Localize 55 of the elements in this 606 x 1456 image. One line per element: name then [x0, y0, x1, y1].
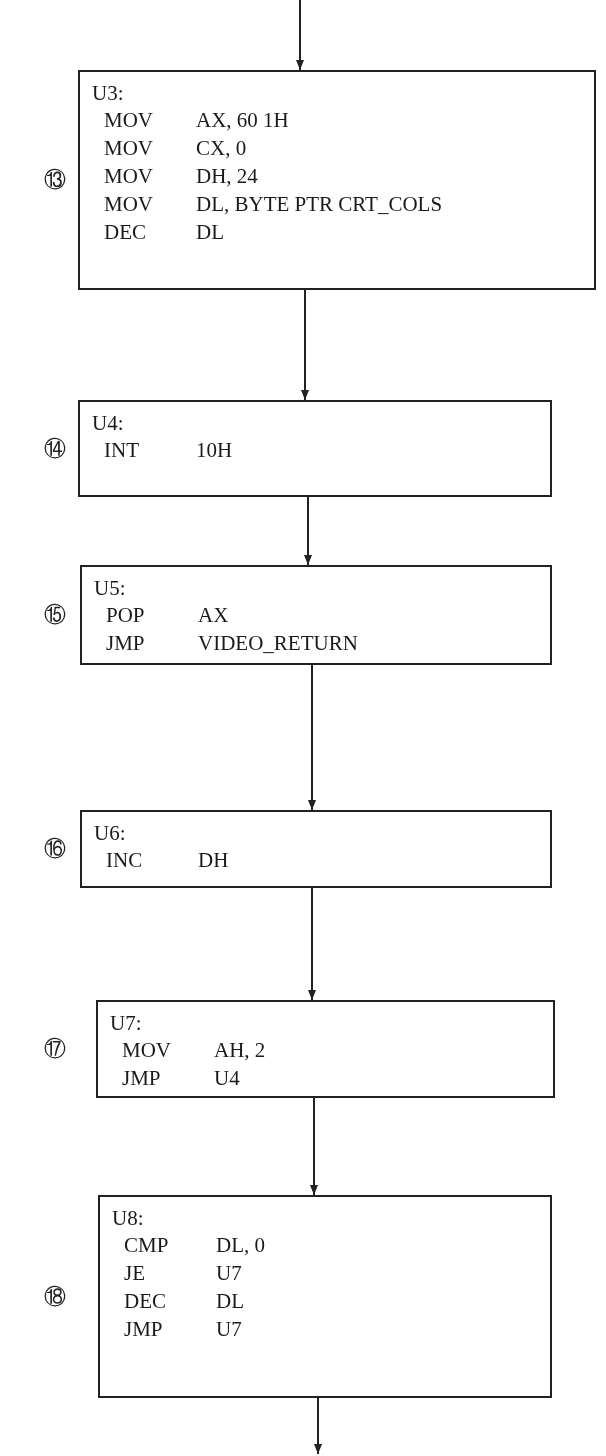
instruction-operand: DL — [196, 219, 225, 246]
block-label: U3: — [92, 81, 124, 105]
code-block-box — [78, 70, 596, 290]
arrow — [304, 496, 312, 566]
step-number: ⑱ — [44, 1284, 66, 1309]
instruction-mnemonic: MOV — [104, 191, 154, 218]
instruction-operand: AX, 60 1H — [196, 107, 290, 134]
instruction-operand: U7 — [216, 1260, 243, 1287]
instruction-operand: U4 — [214, 1065, 241, 1092]
instruction-mnemonic: JMP — [122, 1065, 162, 1092]
instruction-mnemonic: MOV — [104, 107, 154, 134]
instruction-mnemonic: POP — [106, 602, 146, 629]
instruction-operand: DL, BYTE PTR CRT_COLS — [196, 191, 443, 218]
step-number: ⑯ — [44, 837, 66, 861]
arrow — [296, 0, 304, 71]
arrow — [314, 1397, 322, 1455]
instruction-mnemonic: INT — [104, 437, 140, 464]
instruction-mnemonic: MOV — [104, 163, 154, 190]
arrow — [308, 664, 316, 811]
code-block-box — [80, 565, 552, 665]
arrow — [308, 887, 316, 1001]
code-block-box — [98, 1195, 552, 1398]
arrow — [310, 1097, 318, 1196]
instruction-mnemonic: JE — [124, 1260, 146, 1287]
step-number: ⑭ — [44, 436, 66, 461]
instruction-mnemonic: MOV — [104, 135, 154, 162]
instruction-mnemonic: DEC — [104, 219, 147, 246]
instruction-operand: U7 — [216, 1316, 243, 1343]
block-label: U7: — [110, 1011, 142, 1035]
step-number: ⑬ — [44, 168, 66, 192]
instruction-operand: DH — [198, 847, 229, 874]
code-block-box — [96, 1000, 555, 1098]
instruction-mnemonic: JMP — [124, 1316, 164, 1343]
instruction-operand: DL — [216, 1288, 245, 1315]
instruction-operand: AX — [198, 602, 230, 629]
instruction-operand: 10H — [196, 437, 233, 464]
instruction-operand: DH, 24 — [196, 163, 259, 190]
instruction-mnemonic: DEC — [124, 1288, 167, 1315]
block-label: U5: — [94, 576, 126, 600]
instruction-operand: VIDEO_RETURN — [198, 630, 358, 657]
instruction-mnemonic: INC — [106, 847, 144, 874]
instruction-operand: AH, 2 — [214, 1037, 266, 1064]
instruction-mnemonic: MOV — [122, 1037, 172, 1064]
block-label: U4: — [92, 411, 124, 435]
block-label: U6: — [94, 821, 126, 845]
code-block-box — [78, 400, 552, 497]
instruction-mnemonic: CMP — [124, 1232, 170, 1259]
step-number: ⑰ — [44, 1037, 66, 1061]
code-block-box — [80, 810, 552, 888]
arrow — [301, 289, 309, 401]
instruction-operand: DL, 0 — [216, 1232, 265, 1259]
instruction-mnemonic: JMP — [106, 630, 146, 657]
instruction-operand: CX, 0 — [196, 135, 248, 162]
step-number: ⑮ — [44, 603, 66, 627]
block-label: U8: — [112, 1206, 144, 1230]
